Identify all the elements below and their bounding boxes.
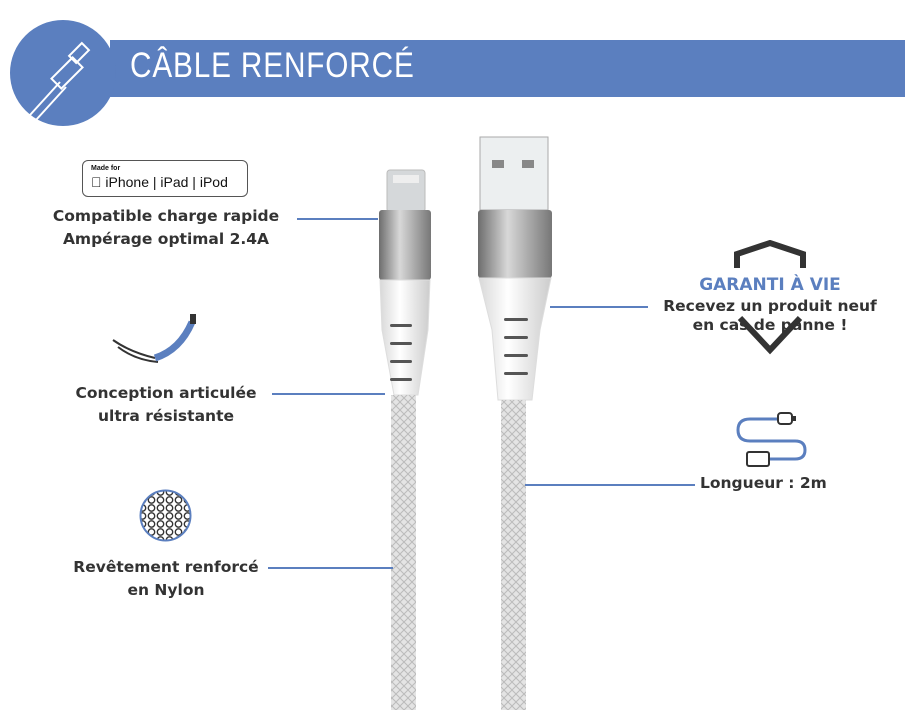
nylon-mesh-icon [139, 489, 192, 542]
cable-length-icon [736, 412, 807, 467]
lightning-connector [379, 169, 431, 710]
connector-line [268, 567, 393, 569]
flexible-cable-icon [112, 314, 196, 363]
page-title: CÂBLE RENFORCÉ [130, 46, 415, 85]
header-bar [110, 40, 905, 97]
apple-icon:  iPhone | iPad | iPod [91, 174, 228, 190]
connector-line [272, 393, 385, 395]
shield-icon [734, 240, 806, 355]
usb-connector [478, 136, 552, 710]
longueur-feature: Longueur : 2m [700, 474, 827, 492]
header-cable-icon [10, 20, 116, 126]
connector-line [297, 218, 378, 220]
garantie-feature: GARANTI À VIE Recevez un produit neuf en… [663, 275, 877, 334]
connector-line [525, 484, 695, 486]
cable-illustration [379, 136, 552, 710]
connector-line [550, 306, 648, 308]
made-for-apple-badge: Made for  iPhone | iPad | iPod [82, 160, 248, 197]
